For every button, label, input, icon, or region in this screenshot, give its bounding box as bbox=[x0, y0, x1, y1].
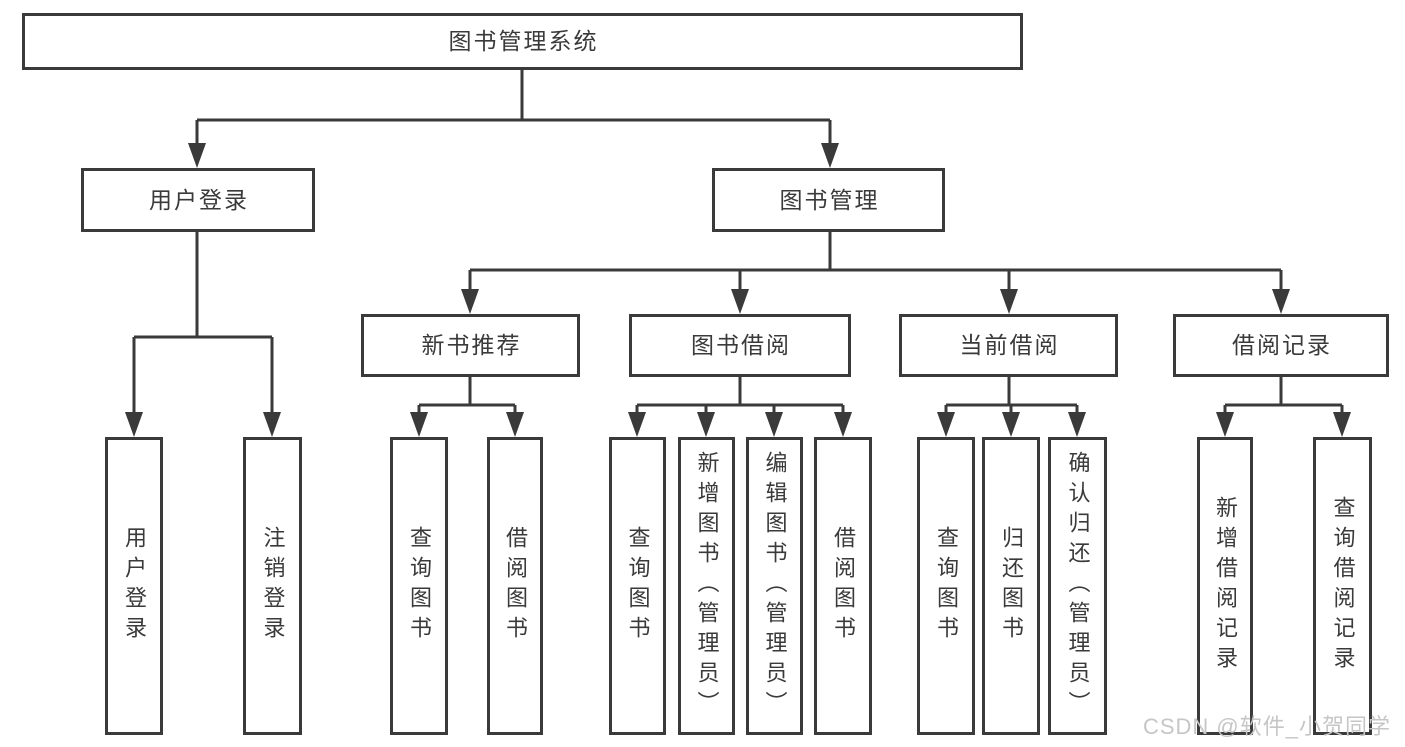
leaf-logout-login: 注销登录 bbox=[243, 437, 302, 735]
node-book-borrow: 图书借阅 bbox=[629, 314, 851, 377]
tree-edges bbox=[132, 70, 1344, 417]
leaf-borrow-add-books-admin: 新增图书（管理员） bbox=[678, 437, 735, 735]
csdn-watermark: CSDN @软件_小贺同学 bbox=[1142, 714, 1391, 739]
leaf-newbook-borrow-books: 借阅图书 bbox=[487, 437, 543, 735]
node-book-management: 图书管理 bbox=[712, 168, 945, 232]
node-user-login: 用户登录 bbox=[81, 168, 315, 232]
leaf-borrow-edit-books-admin: 编辑图书（管理员） bbox=[746, 437, 803, 735]
arrowhead-icons bbox=[125, 143, 1351, 437]
leaf-user-login: 用户登录 bbox=[105, 437, 163, 735]
node-new-book-recommend: 新书推荐 bbox=[361, 314, 580, 377]
leaf-borrow-borrow-books: 借阅图书 bbox=[814, 437, 872, 735]
leaf-newbook-query-books: 查询图书 bbox=[390, 437, 448, 735]
node-borrow-records: 借阅记录 bbox=[1173, 314, 1389, 377]
node-library-management-system: 图书管理系统 bbox=[22, 13, 1023, 70]
leaf-current-confirm-return-admin: 确认归还（管理员） bbox=[1048, 437, 1107, 735]
leaf-records-query-borrow-record: 查询借阅记录 bbox=[1313, 437, 1372, 735]
leaf-borrow-query-books: 查询图书 bbox=[609, 437, 666, 735]
leaf-current-return-books: 归还图书 bbox=[982, 437, 1040, 735]
leaf-current-query-books: 查询图书 bbox=[917, 437, 975, 735]
leaf-records-add-borrow-record: 新增借阅记录 bbox=[1197, 437, 1253, 735]
node-current-borrow: 当前借阅 bbox=[899, 314, 1118, 377]
